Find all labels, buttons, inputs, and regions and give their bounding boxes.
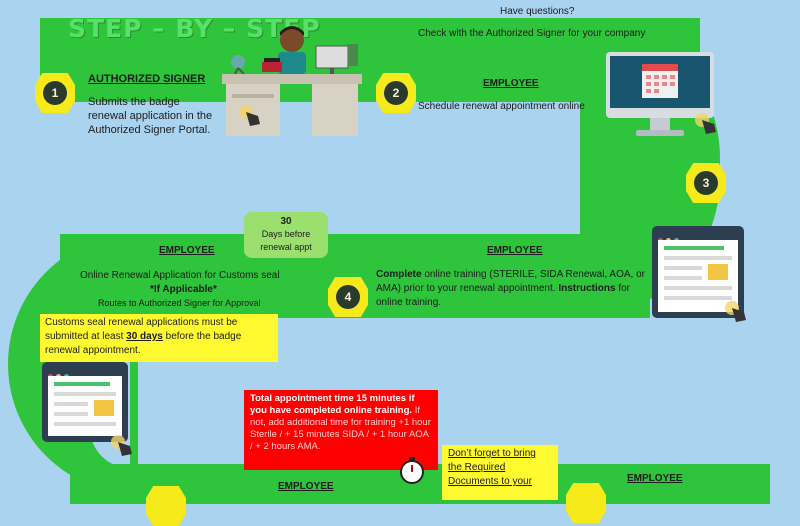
step-2-text: Schedule renewal appointment online [418,101,585,112]
step-1-line-2: renewal application in the [88,110,213,122]
documents-reminder: Don’t forget to bring the Required Docum… [442,445,558,500]
step-2-number: 2 [384,81,408,105]
customs-document-icon [42,362,128,442]
desk-worker-illustration [222,24,362,136]
bubble-line-1: Days before [261,229,311,239]
customs-line-2: *If Applicable* [150,284,217,295]
step-4-text-b: for online training. [376,283,630,308]
appointment-time-bold: Total appointment time 15 minutes if you… [250,393,415,416]
step-3-marker: 3 [686,163,726,203]
calendar-monitor-icon [606,52,714,142]
customs-line-1: Online Renewal Application for Customs s… [80,270,280,281]
bubble-line-2: renewal appt [260,242,312,252]
step-3-number: 3 [694,171,718,195]
step-1-line-1: Submits the badge [88,96,180,108]
bottom-employee-heading-b: EMPLOYEE [627,473,683,484]
step-2-heading: EMPLOYEE [483,78,539,89]
step-4-instructions-link[interactable]: Instructions [558,283,616,294]
step-4-text-a: online training (STERILE, SIDA Renewal, … [376,269,645,294]
step-4-number: 4 [336,285,360,309]
stopwatch-icon [398,456,426,484]
customs-deadline-note: Customs seal renewal applications must b… [40,314,278,362]
step-1-number: 1 [43,81,67,105]
step-1-line-3: Authorized Signer Portal. [88,124,211,136]
pointing-hand-icon [724,300,750,326]
note-bold: 30 days [126,331,163,342]
reminder-text[interactable]: Don’t forget to bring the Required Docum… [448,448,536,487]
bottom-employee-heading-a: EMPLOYEE [278,481,334,492]
pointing-hand-icon [694,112,720,138]
questions-text: Check with the Authorized Signer for you… [418,28,646,39]
step-1-heading: AUTHORIZED SIGNER [88,73,206,85]
appointment-time-box: Total appointment time 15 minutes if you… [244,390,438,470]
step-4-marker: 4 [328,277,368,317]
pointing-hand-icon [110,434,136,460]
appointment-time-text: If not, add additional time for training… [250,405,431,452]
questions-heading: Have questions? [500,6,575,17]
page-title: STEP – BY – STEP [68,14,321,43]
step-2-marker: 2 [376,73,416,113]
pointing-hand-icon [238,104,264,130]
days-bubble: 30 Days before renewal appt [244,212,328,258]
step-4-text: Complete online training (STERILE, SIDA … [376,268,652,310]
step-4-heading: EMPLOYEE [487,245,543,256]
note-part-2: before the badge renewal appointment. [45,331,242,356]
note-part-1: Customs seal renewal applications must b… [45,317,238,342]
step-5-marker-partial [146,486,186,526]
customs-line-3: Routes to Authorized Signer for Approval [98,298,261,308]
customs-heading: EMPLOYEE [159,245,215,256]
step-4-bold-start: Complete [376,269,422,280]
step-1-marker: 1 [35,73,75,113]
bubble-number: 30 [280,216,292,227]
step-6-marker-partial [566,483,606,523]
